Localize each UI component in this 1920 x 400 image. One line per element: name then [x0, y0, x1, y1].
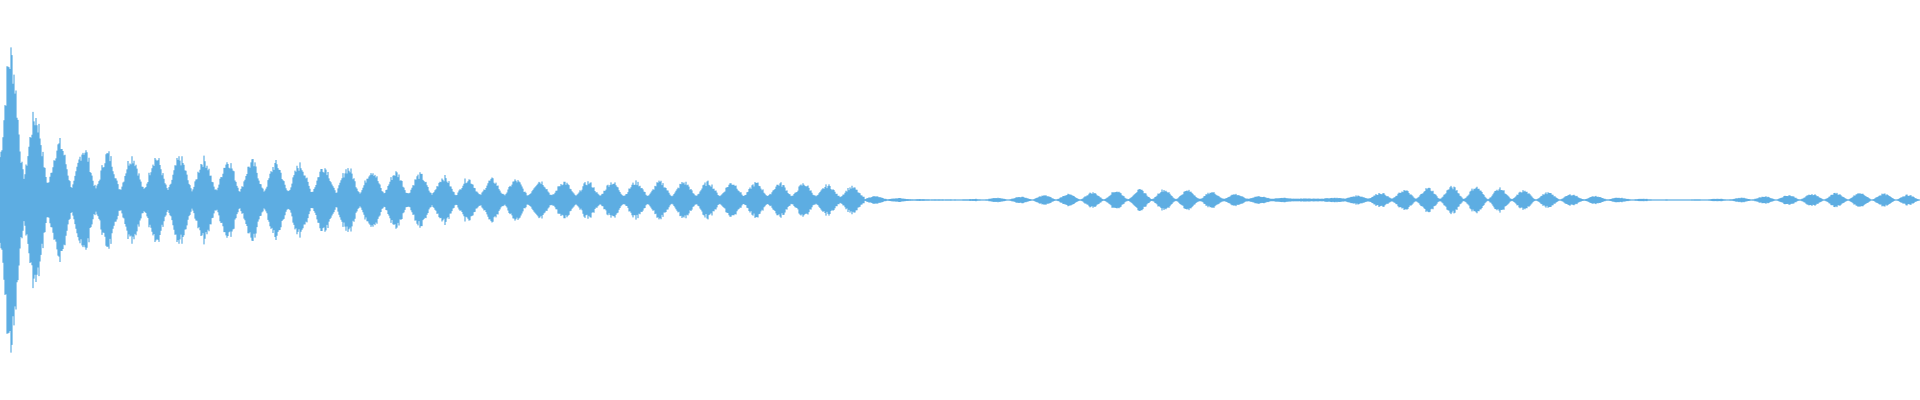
waveform-bars — [0, 47, 1920, 353]
